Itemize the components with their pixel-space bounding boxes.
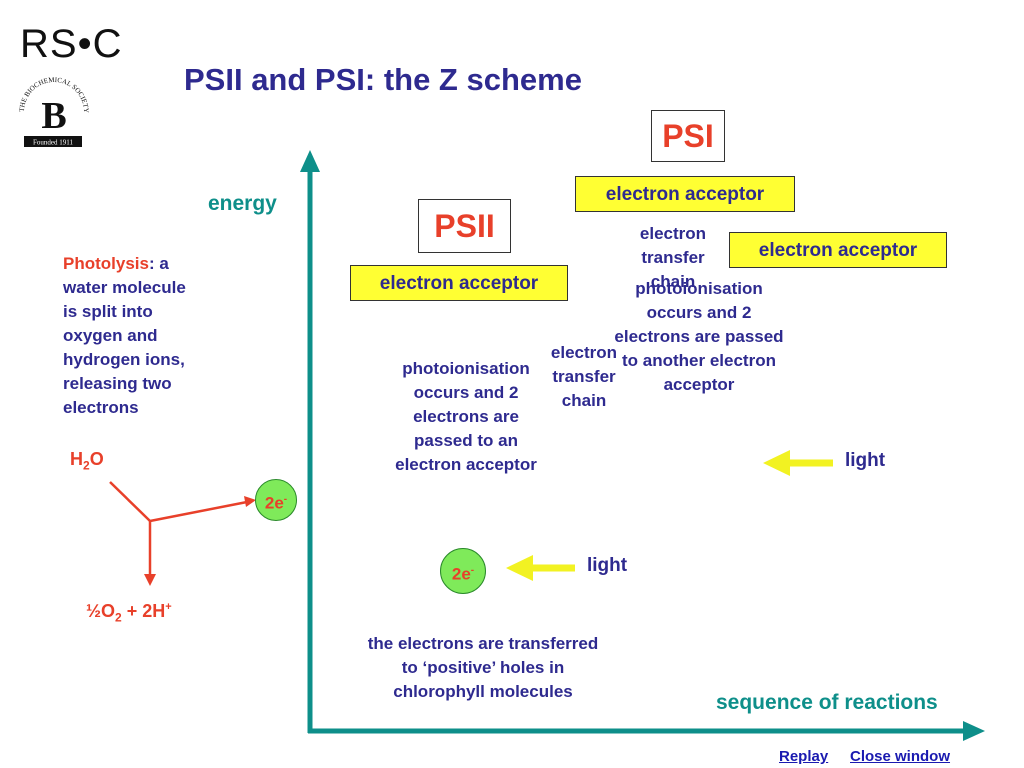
y-axis-arrowhead <box>300 150 320 172</box>
logo-founded: Founded 1911 <box>33 139 73 147</box>
psi-electron-acceptor-2: electron acceptor <box>729 232 947 268</box>
x-axis-arrowhead <box>963 721 985 741</box>
psii-label: PSII <box>418 199 511 253</box>
products-formula: ½O2 + 2H+ <box>86 601 172 625</box>
biochemical-society-logo: THE BIOCHEMICAL SOCIETY B Founded 1911 <box>14 72 94 150</box>
electron-pair-psii: 2e- <box>440 548 486 594</box>
electron-release-arrowhead <box>244 496 256 507</box>
replay-link[interactable]: Replay <box>779 748 829 765</box>
electron-pair-water: 2e- <box>255 479 297 521</box>
psi-electron-acceptor-1: electron acceptor <box>575 176 795 212</box>
photolysis-term: Photolysis <box>63 254 149 273</box>
psii-electron-acceptor: electron acceptor <box>350 265 568 301</box>
x-axis-label: sequence of reactions <box>716 691 938 714</box>
electron-release-arrow <box>149 500 248 523</box>
water-formula: H2O <box>70 449 104 473</box>
close-window-link[interactable]: Close window <box>850 748 951 765</box>
logo-letter: B <box>41 95 66 137</box>
light-label-psii: light <box>587 555 628 576</box>
light-label-psi: light <box>845 450 886 471</box>
light-arrowhead-psi <box>763 450 790 476</box>
water-line <box>109 481 151 522</box>
rsc-logo: RS•C <box>20 22 123 66</box>
psi-label: PSI <box>651 110 725 162</box>
page-title: PSII and PSI: the Z scheme <box>184 62 582 97</box>
light-arrowhead-psii <box>506 555 533 581</box>
y-axis-label: energy <box>208 192 277 215</box>
products-arrowhead <box>144 574 156 586</box>
